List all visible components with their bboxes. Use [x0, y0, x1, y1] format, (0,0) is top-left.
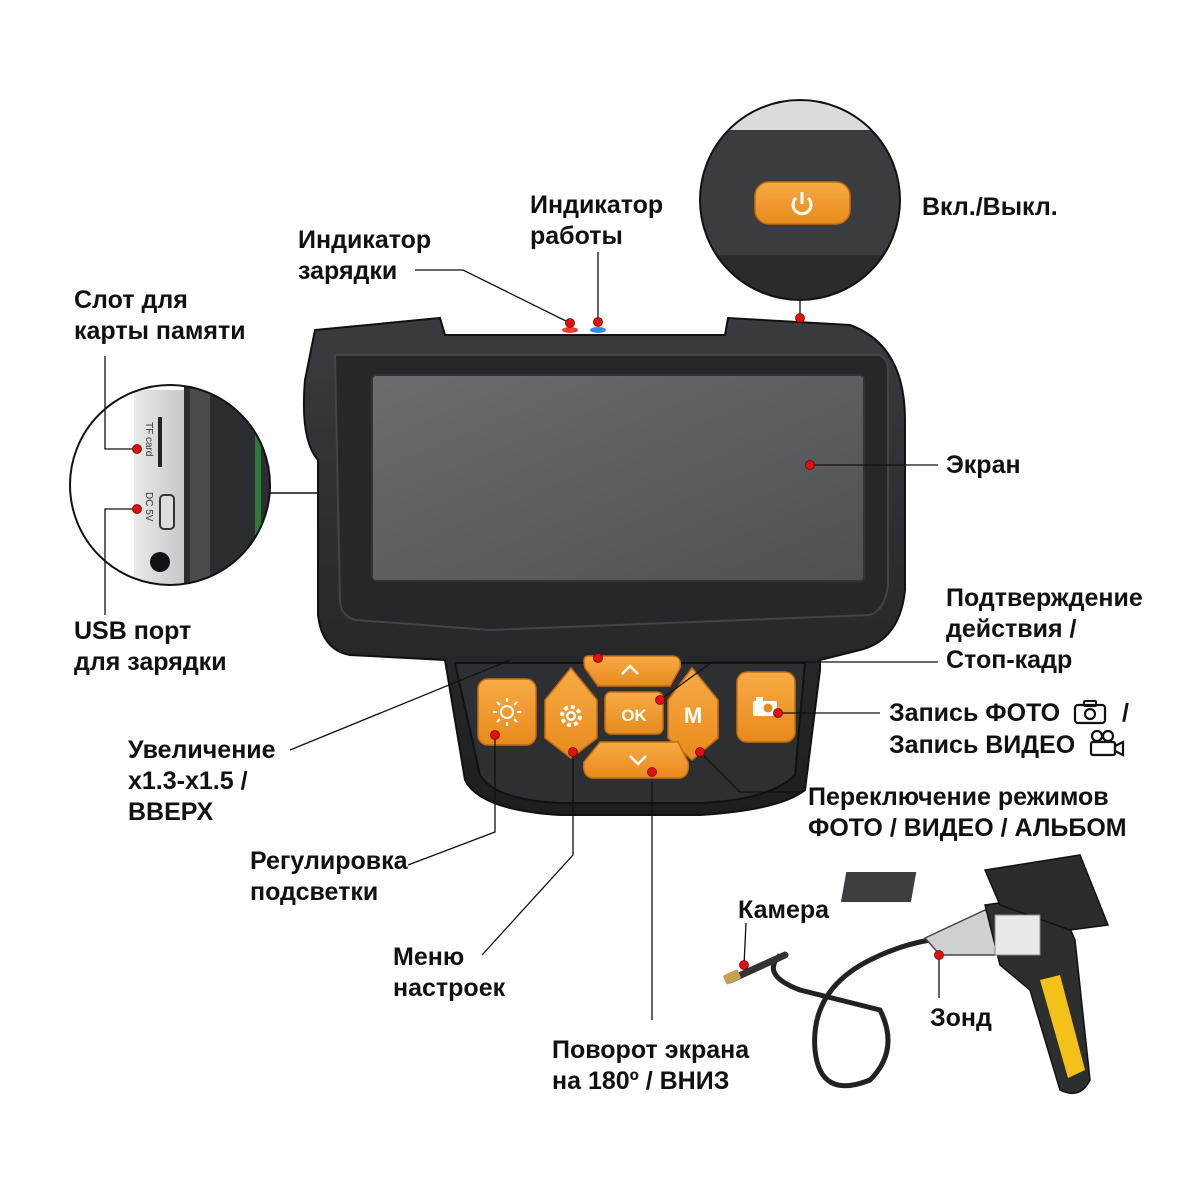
record-video-text: Запись ВИДЕО [889, 731, 1076, 759]
label-line: для зарядки [74, 648, 227, 676]
dc-port [159, 494, 175, 530]
label-work-indicator: Индикатор работы [530, 190, 663, 252]
label-settings-menu: Меню настроек [393, 942, 505, 1004]
label-line: Индикатор [530, 191, 664, 219]
gear-icon [560, 705, 582, 727]
label-camera: Камера [738, 895, 829, 926]
label-line: ВВЕРХ [128, 798, 214, 826]
ok-button[interactable]: OK [604, 691, 664, 735]
probe-cable [770, 937, 931, 1089]
record-button[interactable] [736, 671, 796, 743]
label-line: Поворот экрана [552, 1036, 750, 1064]
label-usb-port: USB порт для зарядки [74, 616, 227, 678]
label-line: карты памяти [74, 317, 246, 345]
power-button[interactable] [754, 181, 851, 225]
dc-label: DC 5V [143, 492, 154, 522]
down-arrow-icon [629, 755, 647, 766]
label-line: настроек [393, 974, 506, 1002]
power-icon [791, 192, 813, 216]
down-button[interactable] [582, 741, 690, 779]
label-charge-indicator: Индикатор зарядки [298, 225, 431, 287]
tf-card-label: TF card [143, 422, 154, 456]
mode-label: M [684, 703, 702, 728]
record-separator: / [1122, 699, 1129, 727]
label-line: Увеличение [128, 736, 276, 764]
label-line: Регулировка [250, 847, 408, 875]
up-arrow-icon [621, 664, 639, 675]
label-confirm: Подтверждение действия / Стоп-кадр [946, 583, 1143, 676]
callout-dots [132, 313, 944, 970]
tf-card-slot [158, 417, 162, 467]
work-led [590, 327, 606, 333]
label-rotate: Поворот экрана на 180º / ВНИЗ [552, 1035, 749, 1097]
label-line: на 180º / ВНИЗ [552, 1067, 730, 1095]
power-closeup [699, 99, 901, 301]
label-line: Зонд [930, 1004, 992, 1032]
record-photo-text: Запись ФОТО [889, 699, 1061, 727]
ok-label: OK [621, 706, 647, 725]
label-screen: Экран [946, 450, 1021, 481]
label-line: Подтверждение [946, 584, 1143, 612]
callout-lines [104, 252, 940, 1020]
camera-icon [1073, 700, 1107, 725]
label-probe: Зонд [930, 1003, 992, 1034]
mode-button[interactable]: M [667, 666, 719, 761]
label-line: подсветки [250, 878, 379, 906]
label-line: ФОТО / ВИДЕО / АЛЬБОМ [808, 814, 1127, 842]
label-power: Вкл./Выкл. [922, 192, 1058, 223]
camera-tip [723, 969, 741, 985]
label-record-photo-line: Запись ФОТО / [889, 698, 1129, 729]
label-line: Слот для [74, 286, 188, 314]
camera-icon [753, 697, 777, 716]
screen [371, 374, 865, 582]
ports-closeup: TF card DC 5V [69, 384, 317, 586]
endoscope-device [723, 854, 1110, 1095]
label-line: Экран [946, 451, 1021, 479]
label-line: USB порт [74, 617, 192, 645]
audio-jack [150, 552, 170, 572]
video-camera-icon [1090, 729, 1125, 757]
label-memory-slot: Слот для карты памяти [74, 285, 246, 347]
main-device: OK M [302, 316, 906, 816]
label-line: Вкл./Выкл. [922, 193, 1058, 221]
label-line: Переключение режимов [808, 783, 1109, 811]
up-button[interactable] [583, 655, 682, 687]
label-line: Стоп-кадр [946, 646, 1073, 674]
zoom-up-button[interactable] [477, 678, 537, 746]
label-mode-switch: Переключение режимов ФОТО / ВИДЕО / АЛЬБ… [808, 782, 1127, 844]
label-zoom: Увеличение x1.3-x1.5 / ВВЕРХ [128, 735, 276, 828]
label-line: зарядки [298, 257, 398, 285]
sun-icon [493, 698, 521, 726]
label-line: Камера [738, 896, 830, 924]
label-line: x1.3-x1.5 / [128, 767, 248, 795]
label-record: Запись ФОТО / Запись ВИДЕО [889, 698, 1129, 761]
label-record-video-line: Запись ВИДЕО [889, 729, 1129, 761]
settings-button[interactable] [544, 666, 598, 759]
label-line: действия / [946, 615, 1077, 643]
label-line: работы [530, 222, 623, 250]
charge-led [562, 327, 578, 333]
label-line: Индикатор [298, 226, 432, 254]
label-line: Меню [393, 943, 465, 971]
label-backlight: Регулировка подсветки [250, 846, 408, 908]
